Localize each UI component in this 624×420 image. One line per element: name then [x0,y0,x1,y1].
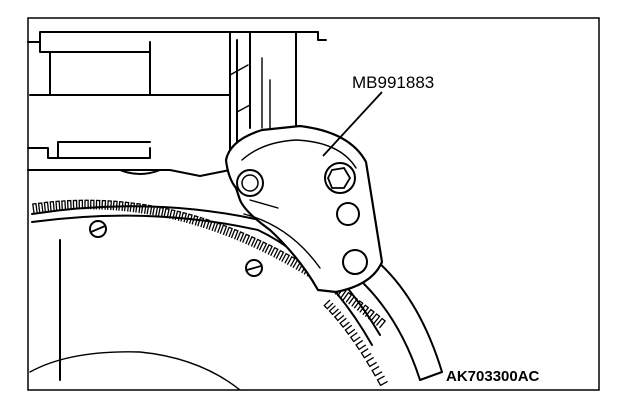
gear-tooth [230,228,239,240]
flywheel-screw-right [245,259,263,277]
gear-tooth [236,231,245,242]
gear-tooth [258,241,268,253]
gear-tooth [286,255,296,267]
gear-tooth [163,207,170,219]
gear-tooth [376,375,388,387]
gear-tooth [118,201,124,212]
gear-tooth [84,199,89,210]
gear-tooth [355,339,367,351]
gear-tooth [281,252,291,264]
gear-tooth [123,201,130,212]
gear-tooth [270,246,279,258]
gear-tooth [152,205,159,216]
hole-lower [342,249,368,275]
gear-tooth [140,203,147,214]
gear-tooth [135,202,141,214]
gear-tooth [364,308,375,320]
flywheel-screw-left [89,220,107,238]
gear-tooth [370,313,381,324]
gear-tooth [353,300,364,311]
gear-tooth [72,199,78,210]
bolt-hex-upper-right [324,162,356,194]
gear-tooth [49,201,55,212]
bolt-upper-left [236,169,264,197]
gear-tooth [247,236,256,247]
gear-tooth [146,204,153,215]
gear-tooth [32,202,38,214]
figure-border [27,17,600,391]
gear-tooth [349,332,361,343]
gear-tooth [66,199,72,210]
gear-tooth [342,291,353,303]
gear-tooth [219,224,228,236]
gear-tooth [264,244,273,255]
gear-tooth [61,200,67,211]
gear-tooth [55,200,61,211]
gear-tooth [157,206,165,218]
gear-tooth [129,202,136,213]
gear-tooth [78,199,84,210]
gear-tooth [106,200,112,211]
gear-tooth [359,304,370,316]
gear-tooth [185,213,193,224]
gear-tooth [275,249,285,261]
gear-tooth [365,356,377,368]
gear-tooth [95,199,101,210]
stopper-tool-arm [359,261,443,381]
leader-line [322,91,383,157]
gear-tooth [371,365,383,377]
gear-tooth [360,348,372,359]
gear-tooth [323,299,334,310]
gear-tooth [253,238,262,250]
tool-label: MB991883 [352,73,434,92]
gear-tooth [37,202,44,213]
gear-tooth [344,324,356,335]
gear-tooth [339,317,350,328]
gear-tooth [43,201,50,212]
gear-tooth [180,211,188,223]
gear-tooth [101,199,107,210]
gear-tooth [242,233,251,245]
gear-tooth [213,222,222,233]
gear-tooth [174,210,182,221]
gear-tooth [197,216,205,228]
gear-tooth [191,215,199,226]
gear-tooth [202,218,211,230]
gear-tooth [225,226,234,238]
gear-tooth [333,311,345,322]
gear-tooth [375,317,387,329]
gear-tooth [169,209,176,220]
engine-block [27,31,327,177]
gear-tooth [112,200,118,211]
hole-middle [336,202,360,226]
figure-code: AK703300AC [446,368,540,385]
gear-tooth [328,305,339,316]
gear-tooth [348,295,358,307]
gear-tooth [208,220,216,232]
gear-tooth [90,199,95,210]
